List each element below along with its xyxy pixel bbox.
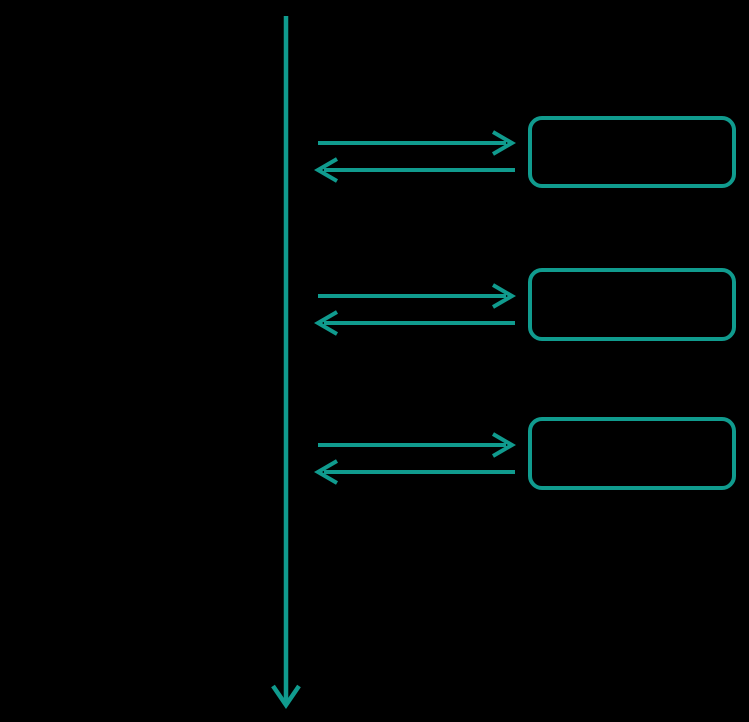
arrow-right-icon (491, 432, 516, 458)
arrow-right-icon (491, 283, 516, 309)
arrow-left-icon (314, 310, 339, 336)
interaction-2 (314, 268, 736, 341)
interaction-1 (314, 116, 736, 188)
arrow-right-icon (491, 130, 516, 156)
arrow-down-icon (271, 684, 301, 709)
participant-box (528, 268, 736, 341)
participant-box (528, 116, 736, 188)
interaction-3 (314, 417, 736, 490)
lifeline (271, 16, 301, 709)
arrow-left-icon (314, 459, 339, 485)
participant-box (528, 417, 736, 490)
arrow-left-icon (314, 157, 339, 183)
